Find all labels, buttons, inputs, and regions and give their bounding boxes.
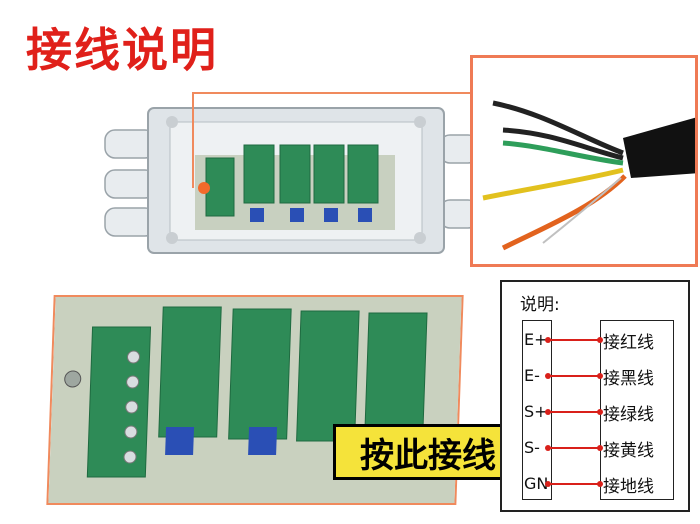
wire-color-label: 接黄线 [603,441,654,461]
cable-closeup-photo [470,55,698,267]
wire-color-label: 接绿线 [603,405,654,425]
wiring-legend: 说明: E+ E- S+ S- GN 接红线 接黑线 接绿线 接黄线 接地线 [500,280,690,512]
pin-column [522,320,552,500]
pin-label: GN [524,474,549,493]
callout-line [192,92,472,188]
wire-color-label: 接黑线 [603,369,654,389]
wire-connector-line [545,337,603,343]
legend-title: 说明: [520,295,560,315]
pin-label: E+ [524,330,548,349]
junction-box-photo [100,100,480,260]
page-title: 接线说明 [26,23,218,77]
pin-label: E- [524,366,540,385]
hint-banner: 按此接线 [333,424,523,480]
wire-connector-line [545,445,603,451]
wire-connector-line [545,409,603,415]
wire-connector-line [545,481,603,487]
pin-label: S+ [524,402,548,421]
wire-color-label: 接地线 [603,477,654,497]
wire-connector-line [545,373,603,379]
pin-label: S- [524,438,540,457]
wire-color-label: 接红线 [603,333,654,353]
terminal-board-photo [46,295,464,505]
